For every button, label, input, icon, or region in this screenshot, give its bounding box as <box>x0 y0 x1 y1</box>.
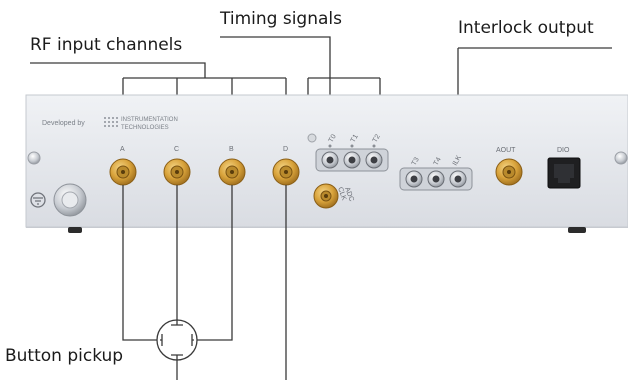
foot-left <box>68 227 82 233</box>
timing-label-t0: T0 <box>328 133 338 144</box>
ground-icon <box>30 192 46 208</box>
rf-channel-label-b: B <box>229 146 234 153</box>
wire-a <box>122 185 160 341</box>
adc-label: ADC <box>343 186 355 202</box>
rf-channel-label-a: A <box>120 146 125 153</box>
rf-connector-b <box>218 158 246 186</box>
rf-connector-c <box>163 158 191 186</box>
lemo-connector-t3 <box>405 170 423 188</box>
aout-label: AOUT <box>496 147 516 154</box>
device-front-panel: Developed by INSTRUMENTATION TECHNOLOGIE… <box>25 94 628 233</box>
lemo-connector-t4 <box>427 170 445 188</box>
dio-label: DIO <box>557 147 570 154</box>
button-pickup-icon <box>156 319 198 361</box>
company-name-line2: TECHNOLOGIES <box>121 125 169 131</box>
company-logo-icon <box>104 117 118 127</box>
timing-signals-label: Timing signals <box>220 9 342 29</box>
lemo-connector-t0 <box>321 151 339 169</box>
wire-b <box>194 185 233 341</box>
rf-channel-label-c: C <box>174 146 179 153</box>
rf-channel-label-d: D <box>283 146 288 153</box>
lemo-connector-t2 <box>365 151 383 169</box>
timing-label-t3: T3 <box>411 156 421 167</box>
timing-label-t4: T4 <box>433 156 443 167</box>
adc-clk-connector <box>313 183 339 209</box>
clk-label: CLK <box>336 186 347 202</box>
rf-connector-d <box>272 158 300 186</box>
rf-connector-a <box>109 158 137 186</box>
lemo-connector-t1 <box>343 151 361 169</box>
timing-label-ilk: ILK <box>452 154 463 167</box>
developed-by-text: Developed by <box>42 120 85 127</box>
dio-connector <box>547 157 581 189</box>
timing-label-t1: T1 <box>350 133 360 144</box>
status-led-icon <box>307 133 317 143</box>
lemo-connector-ilk <box>449 170 467 188</box>
aout-connector <box>495 158 523 186</box>
foot-right <box>568 227 586 233</box>
company-name-line1: INSTRUMENTATION <box>121 117 178 123</box>
timing-leader <box>220 36 381 95</box>
rf-input-channels-label: RF input channels <box>30 35 183 55</box>
timing-label-t2: T2 <box>372 133 382 144</box>
interlock-output-label: Interlock output <box>458 18 594 38</box>
button-pickup-label: Button pickup <box>5 346 124 366</box>
mount-screw-left-icon <box>27 151 41 165</box>
mount-screw-right-icon <box>614 151 628 165</box>
